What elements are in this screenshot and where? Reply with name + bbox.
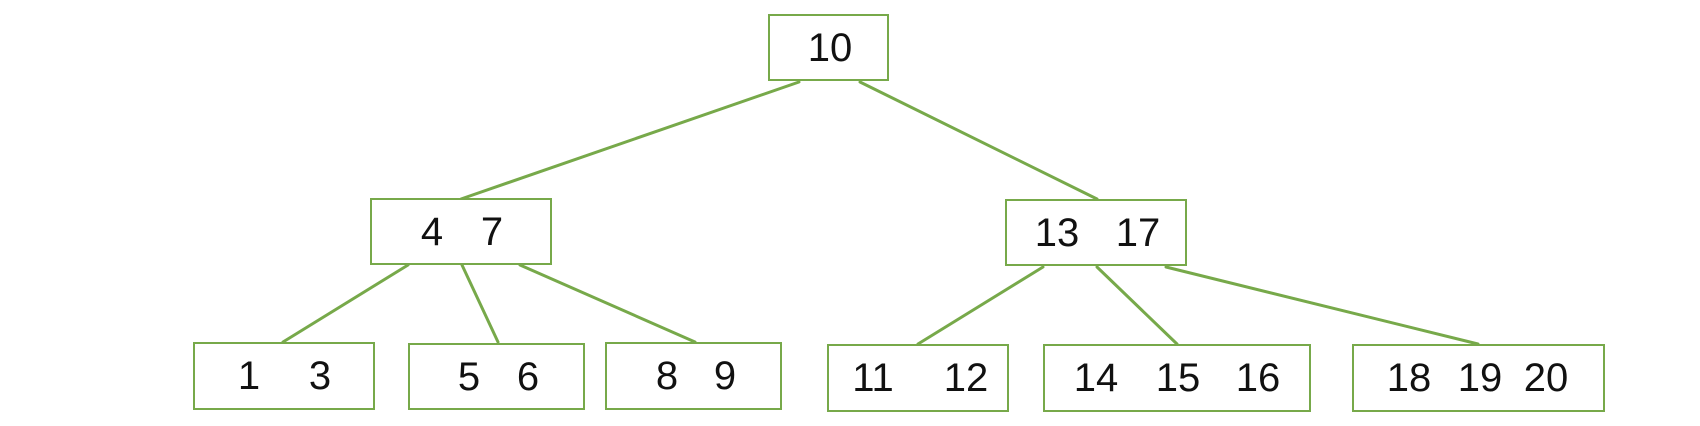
leaf-node-5-6: 5 6 <box>408 343 585 410</box>
key-3: 3 <box>308 354 332 398</box>
edge-node-4-7-to-leaf-5-6 <box>460 263 500 344</box>
key-18: 18 <box>1386 356 1432 400</box>
root-key-10: 10 <box>807 25 853 70</box>
edge-root-to-node-4-7 <box>459 80 801 201</box>
leaf-node-14-15-16: 14 15 16 <box>1043 344 1311 412</box>
edge-root-to-node-13-17 <box>858 80 1099 201</box>
leaf-node-1-3: 1 3 <box>193 342 375 410</box>
key-20: 20 <box>1523 356 1569 400</box>
key-5: 5 <box>457 354 481 399</box>
key-9: 9 <box>713 354 737 398</box>
key-13: 13 <box>1034 210 1080 255</box>
leaf-node-11-12: 11 12 <box>827 344 1009 412</box>
edge-node-13-17-to-leaf-14-15-16 <box>1095 265 1179 346</box>
key-15: 15 <box>1155 356 1201 400</box>
key-8: 8 <box>655 354 679 398</box>
leaf-node-8-9: 8 9 <box>605 342 782 410</box>
edge-node-4-7-to-leaf-1-3 <box>281 263 410 344</box>
key-1: 1 <box>237 354 261 398</box>
key-17: 17 <box>1115 210 1161 255</box>
key-4: 4 <box>420 209 444 254</box>
key-11: 11 <box>852 356 894 400</box>
internal-node-4-7: 4 7 <box>370 198 552 265</box>
key-16: 16 <box>1235 356 1281 400</box>
key-14: 14 <box>1073 356 1119 400</box>
key-12: 12 <box>943 356 989 400</box>
root-node: 10 <box>768 14 889 81</box>
edge-node-13-17-to-leaf-11-12 <box>916 265 1045 346</box>
key-6: 6 <box>516 354 540 399</box>
edge-node-4-7-to-leaf-8-9 <box>518 263 697 344</box>
leaf-node-18-19-20: 18 19 20 <box>1352 344 1605 412</box>
edge-node-13-17-to-leaf-18-19-20 <box>1164 265 1480 346</box>
key-19: 19 <box>1457 356 1503 400</box>
internal-node-13-17: 13 17 <box>1005 199 1187 266</box>
key-7: 7 <box>480 209 504 254</box>
